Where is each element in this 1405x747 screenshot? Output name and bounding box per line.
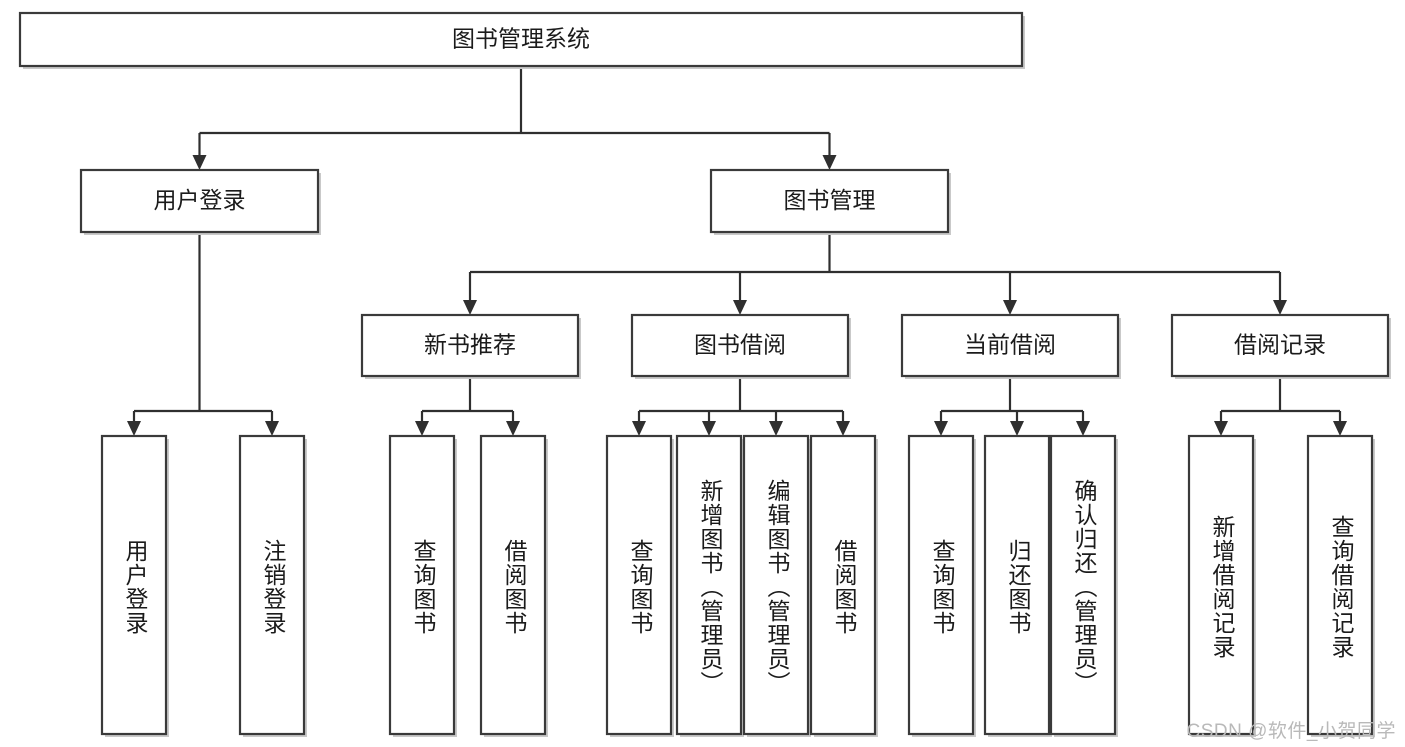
node-label-new-book-rec: 新书推荐 [424, 332, 516, 358]
node-current-borrow[interactable]: 当前借阅 [900, 313, 1121, 379]
node-new-book-rec[interactable]: 新书推荐 [360, 313, 581, 379]
connector-arrow-leaf-confirm-return [1076, 411, 1090, 436]
connector-arrow-current-borrow [1003, 272, 1017, 315]
node-label-root: 图书管理系统 [452, 26, 590, 52]
connector-arrow-book-borrow [733, 272, 747, 315]
node-book-manage[interactable]: 图书管理 [709, 168, 951, 235]
node-label-user-login: 用户登录 [154, 187, 246, 213]
csdn-watermark: CSDN @软件_小贺同学 [1186, 721, 1396, 742]
node-leaf-add-book[interactable] [675, 434, 744, 737]
node-leaf-query-record[interactable] [1306, 434, 1375, 737]
node-leaf-borrow-book-rec[interactable] [479, 434, 548, 737]
connector-arrow-leaf-user-login [127, 411, 141, 436]
node-leaf-edit-book[interactable] [742, 434, 811, 737]
node-root[interactable]: 图书管理系统 [18, 11, 1025, 69]
node-label-book-manage: 图书管理 [784, 187, 876, 213]
connector-arrow-leaf-add-record [1214, 411, 1228, 436]
node-leaf-logout[interactable] [238, 434, 307, 737]
node-leaf-return-book[interactable] [983, 434, 1052, 737]
connector-lines-group [127, 66, 1347, 436]
node-label-current-borrow: 当前借阅 [964, 332, 1056, 358]
connector-arrow-leaf-borrow-book [836, 411, 850, 436]
connector-arrow-borrow-record [1273, 272, 1287, 315]
node-leaf-confirm-return[interactable] [1049, 434, 1118, 737]
node-leaf-query-book-borrow[interactable] [605, 434, 674, 737]
connector-arrow-leaf-edit-book [769, 411, 783, 436]
connector-arrow-new-book-rec [463, 272, 477, 315]
connector-arrow-leaf-query-record [1333, 411, 1347, 436]
node-leaf-borrow-book[interactable] [809, 434, 878, 737]
connector-arrow-book-manage [822, 133, 837, 170]
connector-arrow-leaf-add-book [702, 411, 716, 436]
connector-arrow-user-login [192, 133, 207, 170]
node-label-book-borrow: 图书借阅 [694, 332, 786, 358]
connector-arrow-leaf-return-book [1010, 411, 1024, 436]
node-leaf-query-book-rec[interactable] [388, 434, 457, 737]
connector-arrow-leaf-query-book-borrow [632, 411, 646, 436]
connector-arrow-leaf-logout [265, 411, 279, 436]
node-leaf-query-book-current[interactable] [907, 434, 976, 737]
node-book-borrow[interactable]: 图书借阅 [630, 313, 851, 379]
connector-arrow-leaf-borrow-book-rec [506, 411, 520, 436]
node-leaf-add-record[interactable] [1187, 434, 1256, 737]
node-user-login[interactable]: 用户登录 [79, 168, 321, 235]
node-leaf-user-login[interactable] [100, 434, 169, 737]
connector-arrow-leaf-query-book-current [934, 411, 948, 436]
connector-arrow-leaf-query-book-rec [415, 411, 429, 436]
node-label-borrow-record: 借阅记录 [1234, 332, 1326, 358]
node-borrow-record[interactable]: 借阅记录 [1170, 313, 1391, 379]
